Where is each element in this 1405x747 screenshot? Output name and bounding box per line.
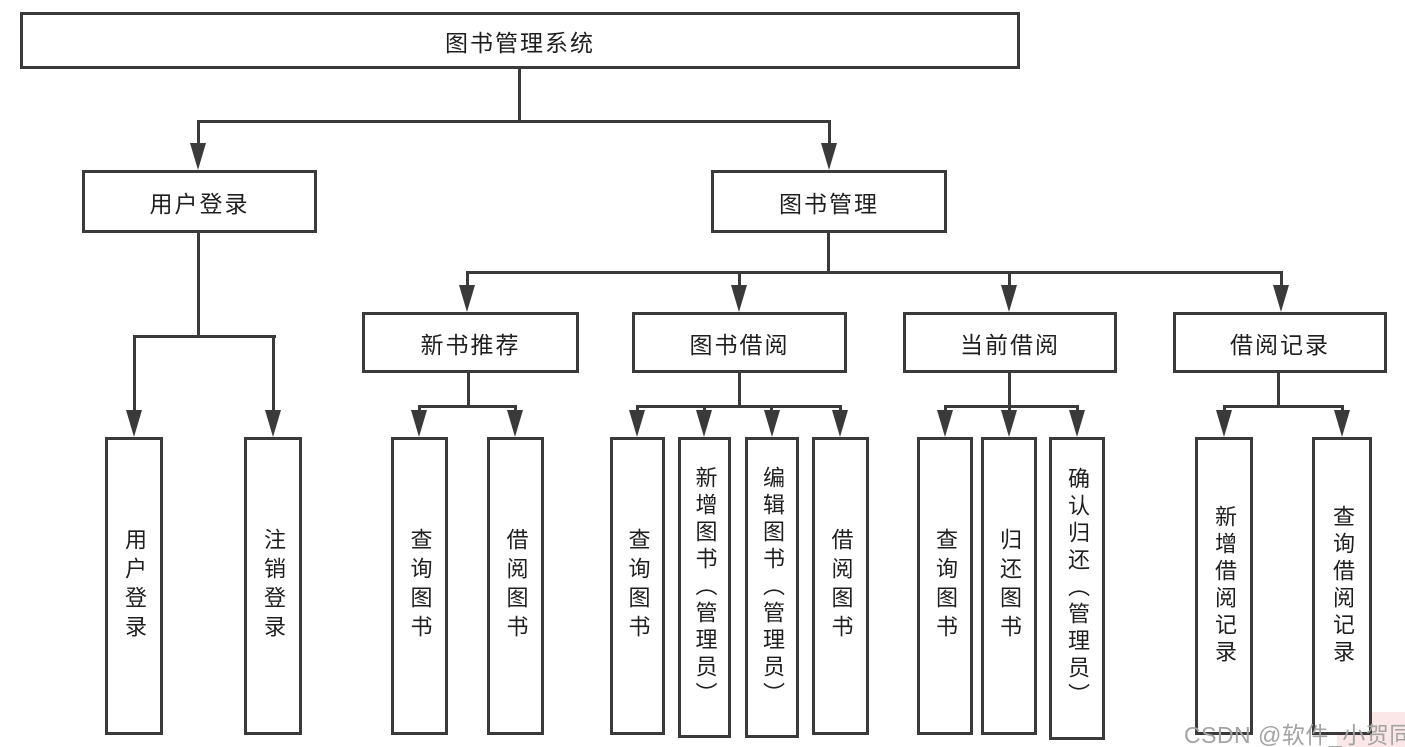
connector-leaf-shaft (703, 405, 706, 412)
leaf-query-books-1-label: 查询图书 (407, 528, 433, 644)
arrow-down-icon (190, 143, 206, 170)
arrow-down-icon (1069, 410, 1085, 437)
connector-level3-shaft (1280, 271, 1283, 287)
node-user-login: 用户登录 (82, 170, 317, 233)
connector-level3-shaft (1008, 271, 1011, 287)
leaf-query-books-3: 查询图书 (917, 437, 973, 735)
node-current-borrow: 当前借阅 (903, 312, 1117, 373)
leaf-return-books-label: 归还图书 (997, 528, 1022, 644)
connector-group-bar (944, 405, 1079, 408)
connector-leaf-shaft (636, 405, 639, 412)
connector-group-bar (636, 405, 842, 408)
leaf-query-books-2-label: 查询图书 (625, 528, 651, 644)
leaf-edit-books-admin: 编辑图书（管理员） (745, 437, 799, 738)
leaf-confirm-return-admin: 确认归还（管理员） (1049, 437, 1105, 740)
arrow-down-icon (764, 410, 780, 437)
connector-login-stem (197, 233, 200, 337)
connector-group-stem (1008, 373, 1011, 407)
connector-group-bar (1223, 405, 1344, 408)
connector-leaf-shaft (1341, 405, 1344, 412)
arrow-down-icon (1273, 285, 1289, 312)
node-user-login-label: 用户登录 (149, 190, 250, 217)
leaf-query-borrow-record: 查询借阅记录 (1312, 437, 1372, 735)
connector-leaf-shaft (272, 335, 275, 412)
leaf-logout: 注销登录 (244, 437, 302, 735)
leaf-confirm-return-admin-label: 确认归还（管理员） (1065, 467, 1090, 710)
arrow-down-icon (731, 285, 747, 312)
leaf-add-borrow-record-label: 新增借阅记录 (1212, 505, 1237, 667)
connector-leaf-shaft (1076, 405, 1079, 412)
connector-group-bar (418, 405, 517, 408)
node-new-book-recommend-label: 新书推荐 (420, 331, 521, 358)
arrow-down-icon (1001, 410, 1017, 437)
arrow-down-icon (411, 410, 427, 437)
node-borrow-records-label: 借阅记录 (1230, 331, 1330, 358)
connector-leaf-shaft (770, 405, 773, 412)
node-current-borrow-label: 当前借阅 (960, 331, 1060, 358)
leaf-edit-books-admin-label: 编辑图书（管理员） (760, 466, 785, 709)
leaf-add-books-admin-label: 新增图书（管理员） (692, 466, 718, 709)
leaf-return-books: 归还图书 (981, 437, 1037, 735)
node-root: 图书管理系统 (20, 12, 1020, 69)
node-borrow-records: 借阅记录 (1173, 312, 1387, 373)
leaf-query-books-3-label: 查询图书 (933, 528, 958, 644)
node-book-borrow: 图书借阅 (632, 312, 847, 373)
connector-leaf-shaft (514, 405, 517, 412)
leaf-query-books-2: 查询图书 (610, 437, 665, 735)
arrow-down-icon (265, 410, 281, 437)
connector-user-login-shaft (197, 120, 200, 146)
node-book-management-label: 图书管理 (779, 190, 879, 217)
leaf-borrow-books-1-label: 借阅图书 (503, 528, 529, 644)
leaf-query-books-1: 查询图书 (391, 437, 448, 735)
leaf-user-login: 用户登录 (105, 437, 163, 735)
node-book-management: 图书管理 (711, 170, 947, 233)
arrow-down-icon (1216, 410, 1232, 437)
connector-leaf-shaft (1223, 405, 1226, 412)
leaf-user-login-label: 用户登录 (122, 528, 147, 644)
arrow-down-icon (832, 410, 848, 437)
connector-level3-shaft (466, 271, 469, 287)
arrow-down-icon (126, 410, 142, 437)
connector-group-stem (1277, 373, 1280, 407)
leaf-borrow-books-2: 借阅图书 (812, 437, 869, 735)
arrow-down-icon (1334, 410, 1350, 437)
connector-leaf-shaft (1008, 405, 1011, 412)
arrow-down-icon (696, 410, 712, 437)
connector-mgmt-stem (827, 233, 830, 274)
arrow-down-icon (459, 285, 475, 312)
node-new-book-recommend: 新书推荐 (362, 312, 579, 373)
watermark: CSDN @软件_小贺同学 (1184, 722, 1405, 747)
connector-level3-bar (466, 271, 1283, 274)
arrow-down-icon (507, 410, 523, 437)
leaf-logout-label: 注销登录 (261, 528, 286, 644)
connector-root-stem (518, 69, 521, 123)
leaf-add-books-admin: 新增图书（管理员） (678, 437, 731, 738)
arrow-down-icon (629, 410, 645, 437)
leaf-add-borrow-record: 新增借阅记录 (1195, 437, 1253, 735)
arrow-down-icon (821, 143, 837, 170)
connector-book-mgmt-shaft (828, 120, 831, 146)
connector-level1-bar (197, 120, 831, 123)
leaf-borrow-books-1: 借阅图书 (487, 437, 544, 735)
connector-leaf-shaft (944, 405, 947, 412)
arrow-down-icon (1001, 285, 1017, 312)
connector-group-stem (738, 373, 741, 407)
connector-leaf-shaft (133, 335, 136, 412)
node-book-borrow-label: 图书借阅 (689, 331, 790, 358)
connector-group-stem (467, 373, 470, 407)
connector-login-bar (133, 335, 276, 338)
connector-leaf-shaft (839, 405, 842, 412)
connector-leaf-shaft (418, 405, 421, 412)
leaf-query-borrow-record-label: 查询借阅记录 (1330, 505, 1355, 667)
leaf-borrow-books-2-label: 借阅图书 (828, 528, 854, 644)
node-root-label: 图书管理系统 (445, 29, 595, 56)
arrow-down-icon (937, 410, 953, 437)
connector-level3-shaft (738, 271, 741, 287)
